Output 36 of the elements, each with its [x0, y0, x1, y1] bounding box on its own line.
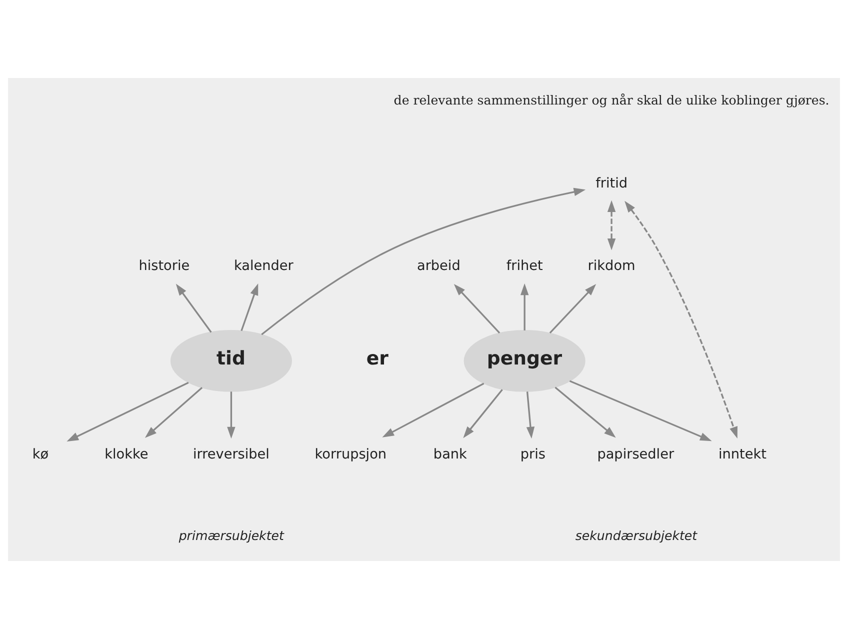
node-text: kalender: [234, 258, 294, 274]
arrow: [569, 380, 712, 441]
node-text: irreversibel: [192, 446, 270, 462]
node-text: arbeid: [416, 258, 460, 274]
arrow: [520, 282, 529, 330]
arrow: [526, 391, 535, 438]
arrow: [144, 386, 203, 438]
arrow: [607, 200, 616, 250]
node-text: rikdom: [588, 258, 636, 274]
arrow: [554, 386, 616, 438]
label: sekundærsubjektet: [575, 528, 698, 543]
node-text: korrupsjon: [314, 446, 387, 462]
node-text: papirsedler: [597, 446, 674, 462]
label: er: [366, 348, 388, 369]
arrow: [382, 382, 484, 437]
node-text: inntekt: [718, 446, 766, 462]
arrow: [454, 284, 500, 333]
arrow: [624, 200, 738, 438]
arrow: [240, 282, 258, 331]
node-ellipse: penger: [464, 329, 586, 392]
node-ellipse: tid: [170, 329, 292, 392]
node-text: historie: [138, 258, 190, 274]
node-text: klokke: [104, 446, 148, 462]
label: primærsubjektet: [178, 528, 284, 543]
node-text: pris: [520, 446, 546, 462]
arrow: [261, 187, 586, 335]
node-text: kø: [32, 446, 49, 462]
arrow: [549, 284, 596, 333]
node-text: bank: [433, 446, 467, 462]
arrow: [176, 283, 212, 332]
arrow: [463, 388, 503, 438]
node-text: frihet: [506, 258, 543, 274]
arrow: [227, 391, 236, 438]
node-text: fritid: [596, 174, 628, 191]
arrow: [66, 381, 189, 441]
label: de relevante sammenstillinger og når skal de ulike koblinger gjøres.: [394, 92, 830, 107]
